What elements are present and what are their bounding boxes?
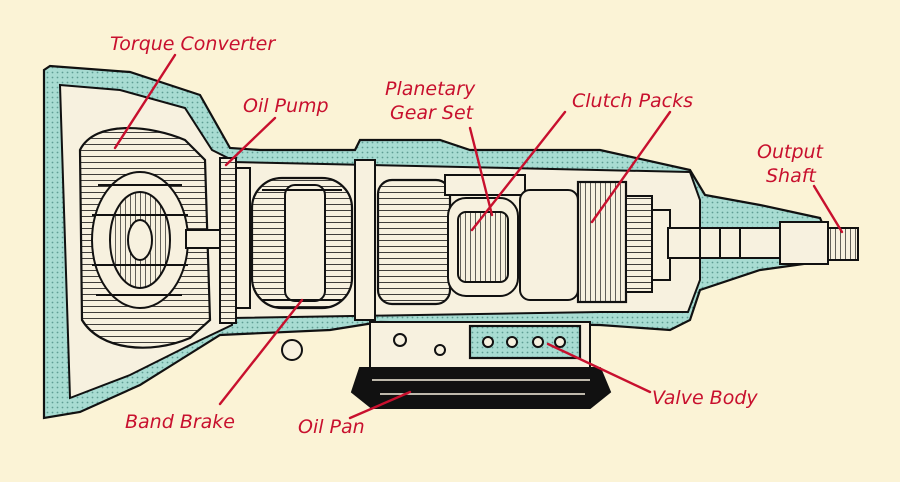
oil-pump-drawing [219, 157, 251, 324]
label-planetary-line1: Planetary [385, 78, 476, 100]
planetary-gear-set-drawing [444, 174, 526, 297]
label-clutch-packs: Clutch Packs [572, 90, 693, 112]
label-output-line1: Output [757, 141, 825, 163]
label-planetary-line2: Gear Set [390, 102, 475, 124]
leader-clutch-packs-1 [470, 110, 567, 232]
label-output-line2: Shaft [766, 165, 817, 187]
leader-band-brake [218, 298, 304, 406]
intermediate-drum-drawing [354, 159, 452, 321]
leader-torque-converter [113, 53, 177, 150]
label-band-brake: Band Brake [125, 411, 235, 433]
label-oil-pump: Oil Pump [243, 95, 329, 117]
leader-valve-body [546, 342, 652, 394]
leader-lines [113, 53, 844, 420]
label-valve-body: Valve Body [652, 387, 758, 409]
clutch-packs-drawing [519, 180, 671, 304]
label-oil-pan: Oil Pan [298, 416, 365, 438]
leader-oil-pan [348, 390, 412, 420]
leader-output-shaft [812, 184, 844, 234]
torque-converter-drawing [78, 127, 242, 349]
output-shaft-drawing [667, 221, 859, 265]
valve-body-drawing [369, 321, 591, 371]
leader-oil-pump [224, 116, 277, 167]
band-brake-drawing [250, 176, 354, 310]
label-torque-converter: Torque Converter [110, 33, 276, 55]
leader-clutch-packs-2 [590, 110, 672, 224]
leader-planetary-gear-set [468, 126, 494, 217]
